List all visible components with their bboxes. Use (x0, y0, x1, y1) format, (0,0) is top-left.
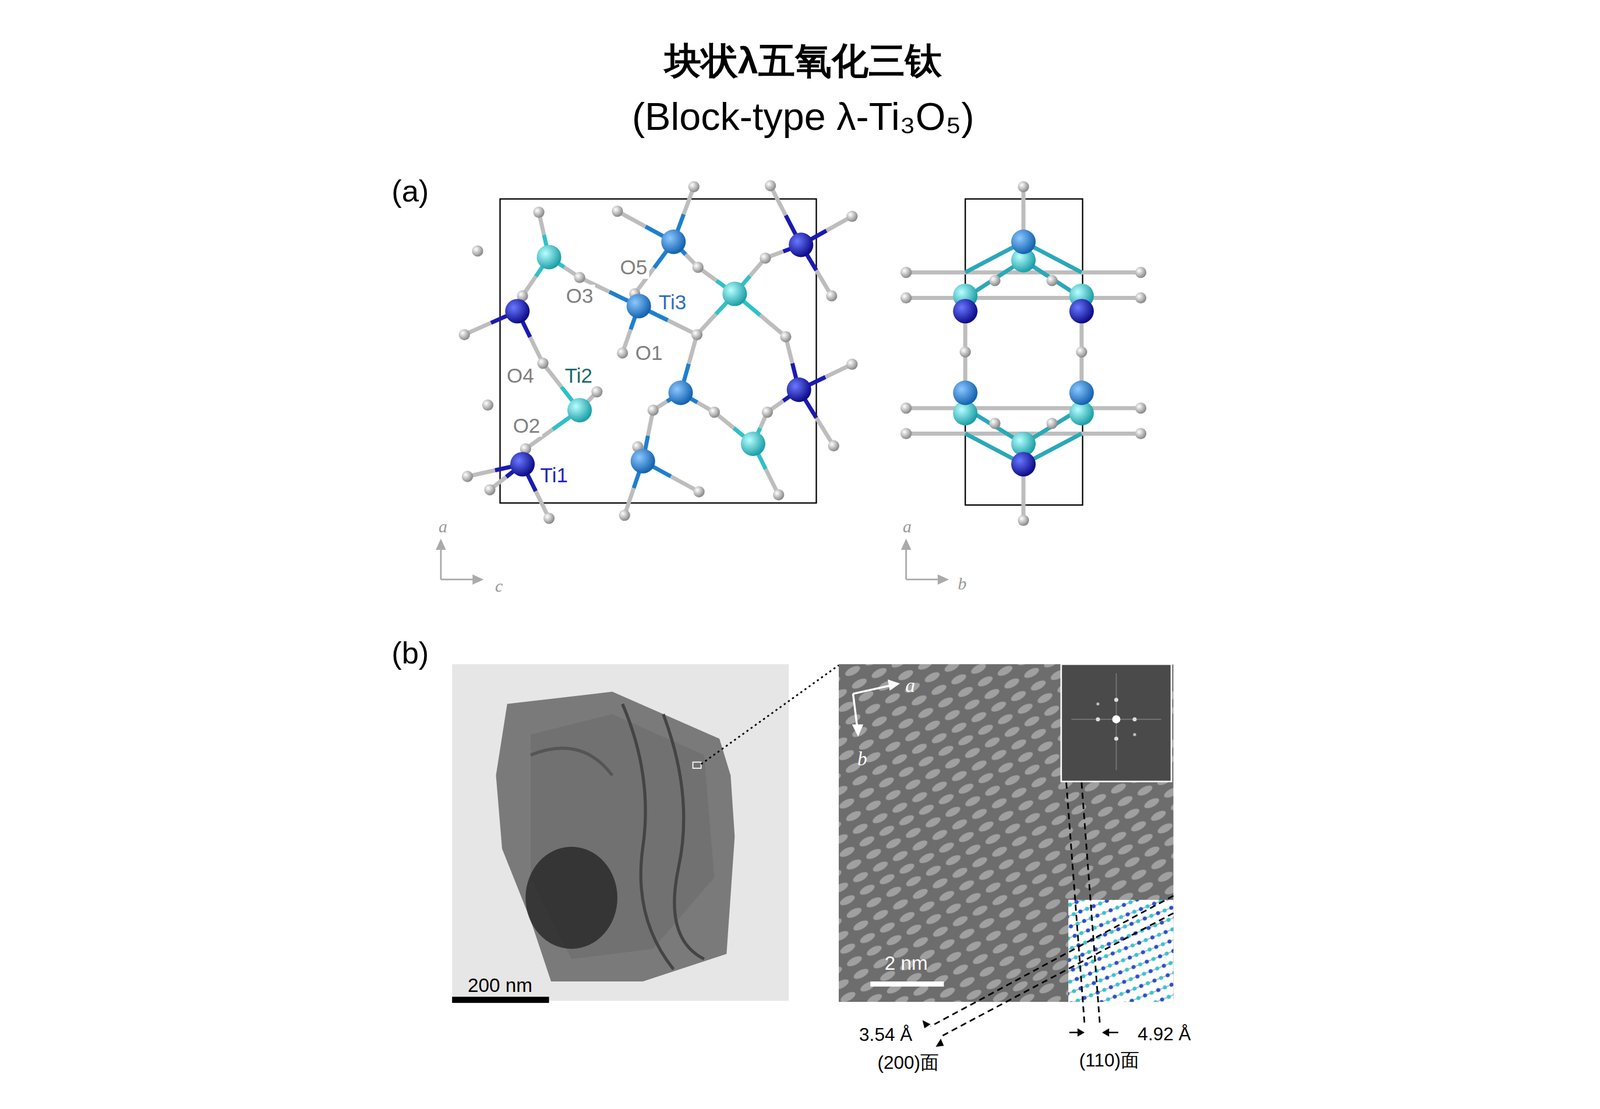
atom-label: Ti2 (563, 364, 595, 387)
oxygen-atom (484, 484, 496, 496)
panel-label: (b) (391, 636, 429, 670)
atom-label: O4 (504, 364, 536, 387)
titanium-atom (1011, 451, 1036, 477)
titanium-atom (668, 380, 694, 405)
titanium-atom (788, 232, 814, 257)
oxygen-atom (693, 486, 705, 498)
oxygen-atom (688, 181, 700, 193)
crystal-structure-ac (458, 179, 858, 524)
titanium-atom (1069, 380, 1094, 405)
axis-label: a (905, 675, 916, 697)
titanium-atom (537, 244, 562, 270)
titanium-atom (510, 451, 535, 477)
crystal-structure-ab (900, 181, 1147, 526)
atom-label: O5 (618, 256, 650, 279)
oxygen-atom (900, 428, 912, 440)
oxygen-atom (1046, 274, 1058, 286)
ti-o-bond (906, 295, 1142, 300)
oxygen-atom (764, 179, 776, 192)
oxygen-atom (616, 347, 628, 359)
oxygen-atom (458, 329, 471, 341)
oxygen-atom (772, 489, 784, 501)
oxygen-atom (532, 206, 545, 218)
oxygen-atom (708, 406, 720, 418)
oxygen-atom (591, 386, 603, 398)
oxygen-atom (1017, 514, 1029, 526)
tem-overview (451, 663, 839, 1003)
titanium-atom (1011, 229, 1036, 254)
titanium-atom (626, 293, 652, 319)
oxygen-atom (1135, 428, 1147, 440)
oxygen-atom (537, 357, 549, 369)
atom-label: O1 (633, 341, 665, 365)
titanium-atom (567, 397, 592, 423)
oxygen-atom (692, 261, 704, 273)
oxygen-atom (691, 329, 703, 341)
spacing-label: 3.54 Å (859, 1024, 913, 1045)
oxygen-atom (759, 252, 771, 264)
oxygen-atom (989, 417, 1001, 429)
oxygen-atom (959, 346, 971, 358)
oxygen-atom (619, 509, 631, 521)
titanium-atom (504, 298, 530, 324)
oxygen-atom (779, 330, 791, 342)
oxygen-atom (647, 404, 659, 416)
oxygen-atom (574, 272, 586, 284)
oxygen-atom (828, 440, 840, 452)
oxygen-atom (900, 292, 912, 304)
atom-label: Ti3 (657, 290, 688, 314)
oxygen-atom (461, 470, 473, 482)
oxygen-atom (611, 205, 623, 217)
subtitle: (Block-type λ-Ti₃O₅) (631, 96, 975, 139)
axis-label: a (902, 517, 912, 537)
oxygen-atom (846, 210, 858, 222)
axis-label: a (438, 517, 448, 537)
plane-label: (200)面 (877, 1051, 939, 1073)
titanium-atom (952, 298, 978, 324)
titanium-atom (1069, 298, 1094, 324)
axis-label: b (958, 574, 967, 594)
ti-o-bond (906, 405, 1142, 411)
oxygen-atom (482, 399, 494, 411)
hrtem-image (838, 663, 1174, 1047)
scale-bar-label: 2 nm (884, 952, 928, 974)
oxygen-atom (471, 245, 483, 257)
oxygen-atom (846, 358, 858, 370)
axis-label: c (495, 576, 503, 596)
figure-title: 块状λ五氧化三钛 (664, 40, 942, 81)
oxygen-atom (900, 266, 912, 278)
oxygen-atom (825, 290, 837, 302)
panel-label: (a) (391, 174, 429, 208)
axis-arrows (435, 538, 949, 585)
atom-label: O2 (511, 414, 543, 437)
oxygen-atom (900, 402, 912, 414)
titanium-atom (722, 281, 747, 306)
spacing-label: 4.92 Å (1137, 1023, 1191, 1044)
oxygen-atom (761, 406, 773, 418)
atom-label: O3 (564, 284, 596, 308)
titanium-atom (786, 377, 812, 402)
oxygen-atom (1046, 417, 1058, 429)
titanium-atom (630, 449, 656, 474)
atom-label: Ti1 (538, 464, 570, 487)
oxygen-atom (989, 274, 1001, 286)
oxygen-atom (1017, 181, 1029, 193)
titanium-atom (740, 431, 766, 457)
scale-bar-label: 200 nm (467, 975, 533, 997)
titanium-atom (661, 229, 686, 254)
titanium-atom (952, 380, 978, 405)
oxygen-atom (1135, 292, 1147, 304)
oxygen-atom (1135, 266, 1147, 278)
plane-label: (110)面 (1079, 1050, 1140, 1071)
oxygen-atom (543, 512, 555, 524)
axis-label: b (857, 748, 868, 771)
oxygen-atom (1135, 402, 1147, 414)
oxygen-atom (1075, 346, 1087, 358)
